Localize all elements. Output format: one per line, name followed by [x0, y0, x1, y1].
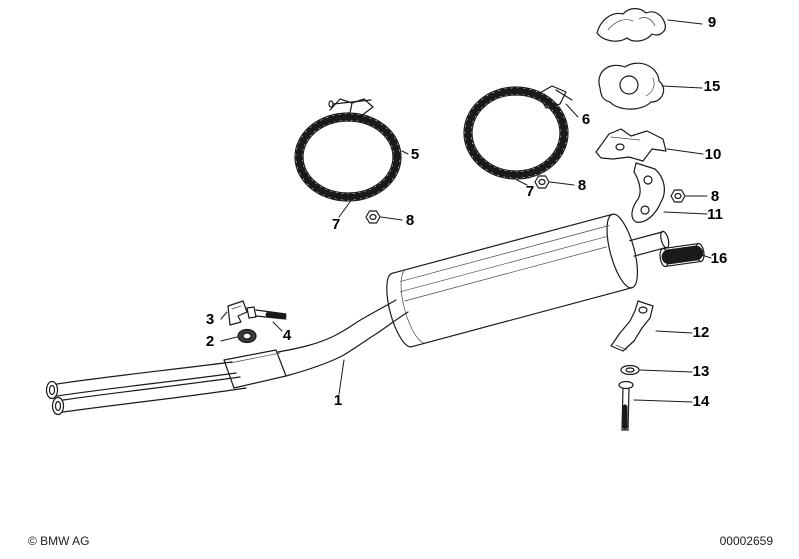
callout-16[interactable]: 16 [711, 250, 728, 267]
callout-12[interactable]: 12 [693, 324, 710, 341]
part-clamp-5 [294, 98, 402, 202]
callout-14[interactable]: 14 [693, 393, 710, 410]
part-heat-shield-9 [596, 8, 666, 42]
part-nut-8-right [670, 189, 686, 203]
part-bracket-10 [595, 128, 667, 162]
part-rubber-mount-15 [598, 62, 665, 110]
leader-lines [220, 19, 712, 403]
callout-4[interactable]: 4 [283, 327, 292, 344]
part-bracket-11 [631, 162, 665, 223]
callout-3[interactable]: 3 [206, 311, 214, 328]
callout-7-right[interactable]: 7 [526, 183, 534, 200]
callout-10[interactable]: 10 [705, 146, 722, 163]
callout-8-right[interactable]: 8 [711, 188, 719, 205]
callout-7-left[interactable]: 7 [332, 216, 340, 233]
part-muffler [386, 213, 670, 348]
part-clamp-6 [463, 85, 573, 180]
callout-6[interactable]: 6 [582, 111, 590, 128]
callout-11[interactable]: 11 [707, 206, 723, 223]
document-number: 00002659 [720, 534, 774, 548]
part-bolt-14 [618, 380, 634, 432]
part-nut-8-left [365, 210, 381, 224]
part-washer-13 [620, 364, 640, 376]
callout-1[interactable]: 1 [334, 392, 342, 409]
part-junction-bracket [223, 349, 287, 389]
callout-8-middle[interactable]: 8 [578, 177, 586, 194]
callout-labels: 1 2 3 4 5 6 7 7 8 8 8 9 10 11 12 13 14 1… [206, 14, 728, 410]
callout-13[interactable]: 13 [693, 363, 710, 380]
callout-2[interactable]: 2 [206, 333, 214, 350]
callout-5[interactable]: 5 [411, 146, 419, 163]
part-front-pipes [45, 361, 247, 416]
part-bracket-12 [610, 300, 654, 352]
part-grommet-2 [237, 328, 257, 344]
part-sleeve-16 [659, 242, 705, 268]
part-holder-3 [227, 300, 248, 326]
part-bolt-4 [246, 306, 288, 320]
part-nut-8-middle [534, 175, 550, 189]
callout-8-left[interactable]: 8 [406, 212, 414, 229]
callout-9[interactable]: 9 [708, 14, 716, 31]
copyright-text: © BMW AG [28, 534, 90, 548]
callout-15[interactable]: 15 [704, 78, 721, 95]
